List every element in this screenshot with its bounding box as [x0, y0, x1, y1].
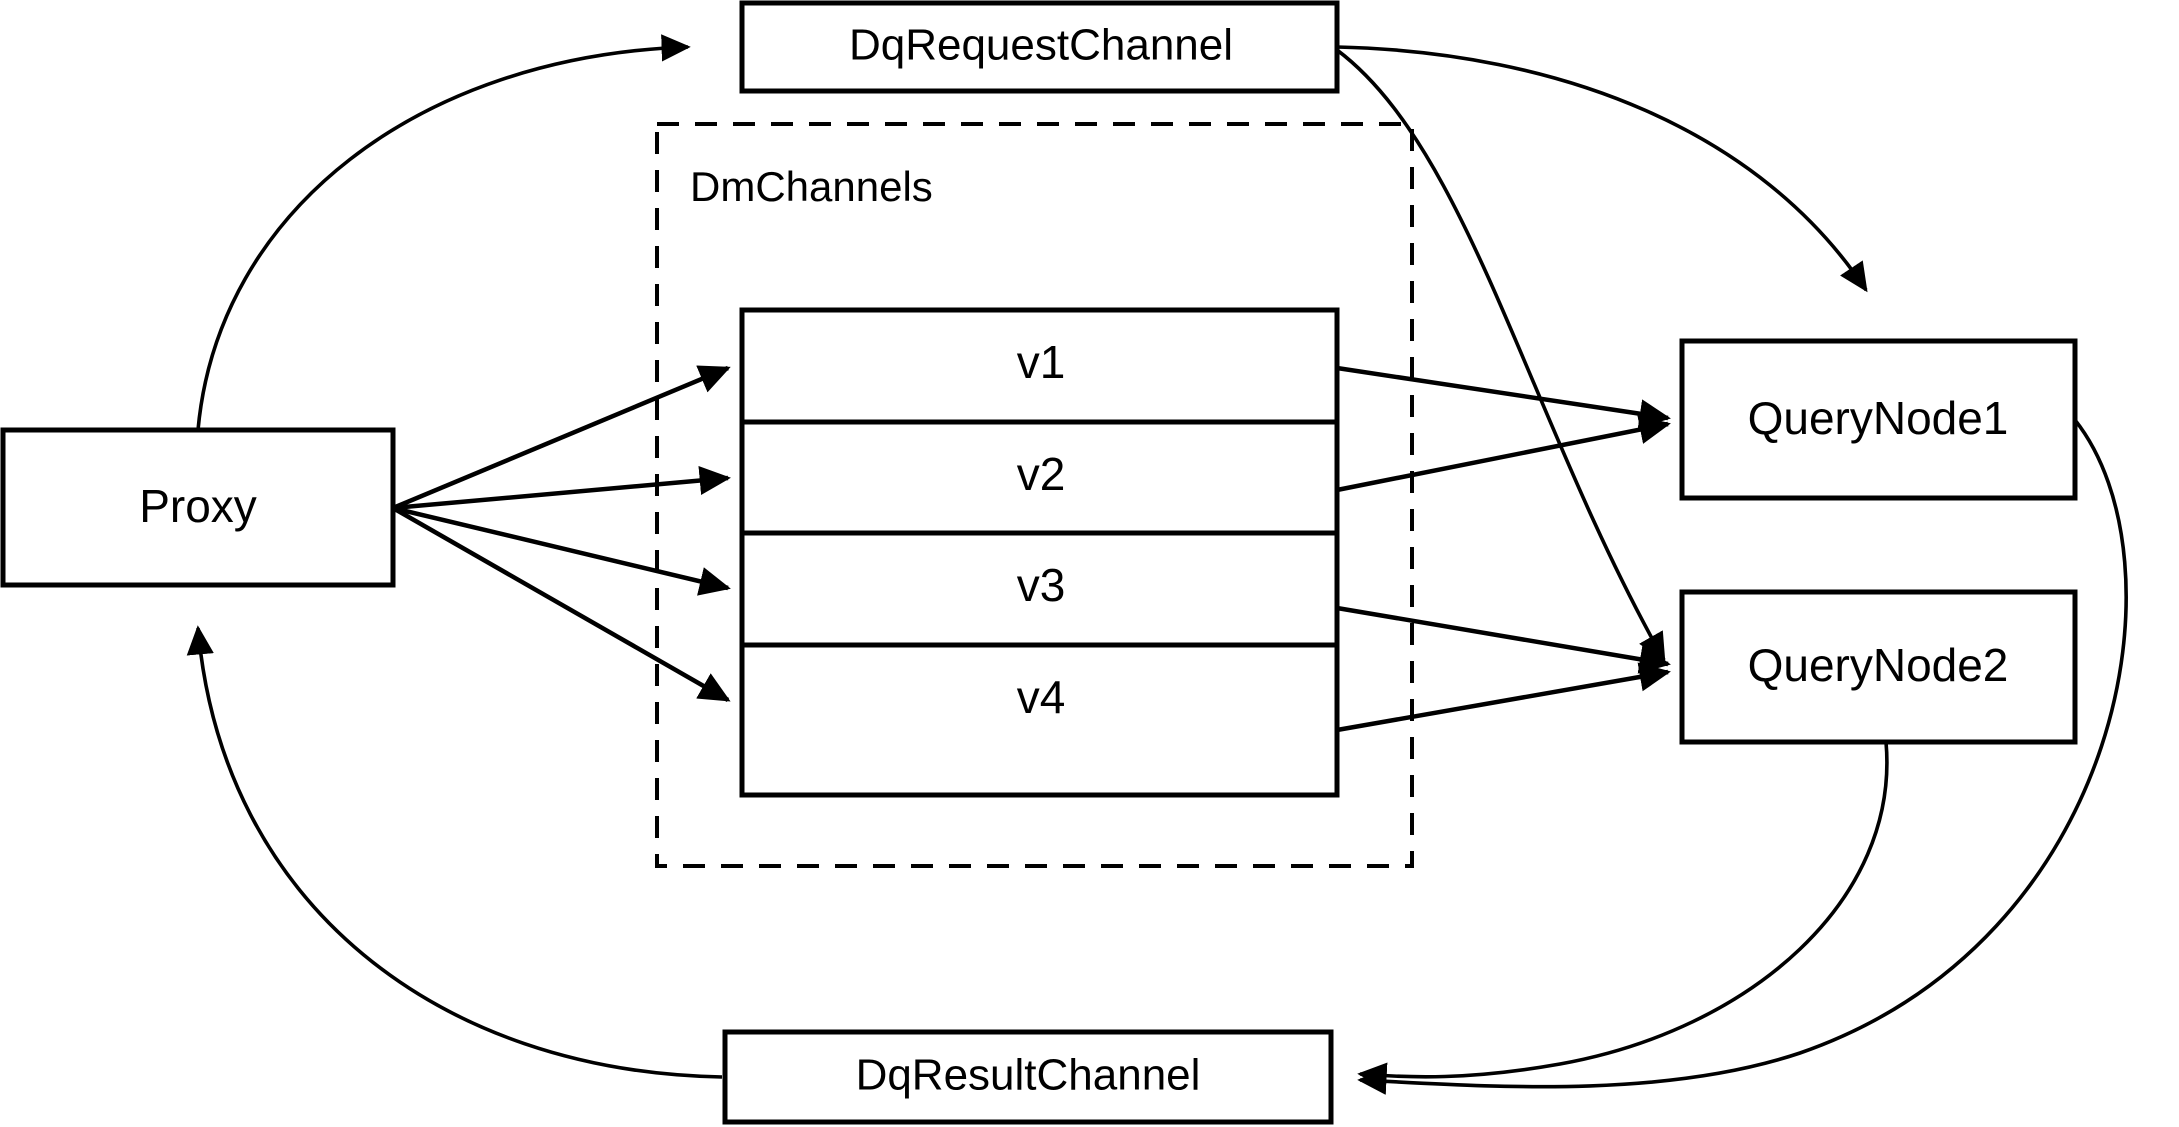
node-dq-request-channel[interactable]: DqRequestChannel — [739, 0, 1340, 94]
dmchannels-group-label: DmChannels — [690, 163, 933, 210]
node-dq-request-channel-label: DqRequestChannel — [849, 21, 1233, 70]
channel-stack: v1 v2 v3 v4 — [739, 307, 1340, 798]
channel-row-v4-label[interactable]: v4 — [1017, 671, 1066, 723]
channel-row-v2-label[interactable]: v2 — [1017, 448, 1066, 500]
node-query-node-2-label: QueryNode2 — [1748, 639, 2009, 691]
edge-proxy-to-v2 — [392, 466, 731, 511]
edge-proxy-to-v1 — [392, 365, 731, 511]
node-proxy-label: Proxy — [139, 480, 257, 532]
edge-querynode2-to-dqresultchannel — [1357, 741, 1889, 1090]
node-query-node-1-label: QueryNode1 — [1748, 392, 2009, 444]
edge-v3-to-querynode2 — [1336, 605, 1671, 674]
node-dq-result-channel[interactable]: DqResultChannel — [722, 1029, 1334, 1125]
edge-v1-to-querynode1 — [1336, 365, 1671, 429]
edge-proxy-to-v3 — [392, 505, 731, 596]
dmchannels-group: DmChannels — [655, 122, 1414, 868]
node-dq-result-channel-label: DqResultChannel — [856, 1051, 1201, 1100]
edge-proxy-to-dqrequestchannel — [196, 34, 691, 431]
edge-dqrequestchannel-to-querynode2 — [1335, 48, 1666, 663]
edge-dqresultchannel-to-proxy — [186, 625, 723, 1079]
edge-querynode1-to-dqresultchannel — [1357, 418, 2128, 1095]
edge-proxy-to-v4 — [391, 506, 731, 702]
channel-row-v3-label[interactable]: v3 — [1017, 559, 1066, 611]
edge-v4-to-querynode2 — [1336, 662, 1671, 733]
channel-row-v1-label[interactable]: v1 — [1017, 336, 1066, 388]
edge-v2-to-querynode1 — [1336, 415, 1671, 493]
node-query-node-1[interactable]: QueryNode1 — [1679, 338, 2078, 501]
node-proxy[interactable]: Proxy — [0, 427, 396, 588]
node-query-node-2[interactable]: QueryNode2 — [1679, 589, 2078, 745]
edge-dqrequestchannel-to-querynode1 — [1336, 45, 1868, 293]
